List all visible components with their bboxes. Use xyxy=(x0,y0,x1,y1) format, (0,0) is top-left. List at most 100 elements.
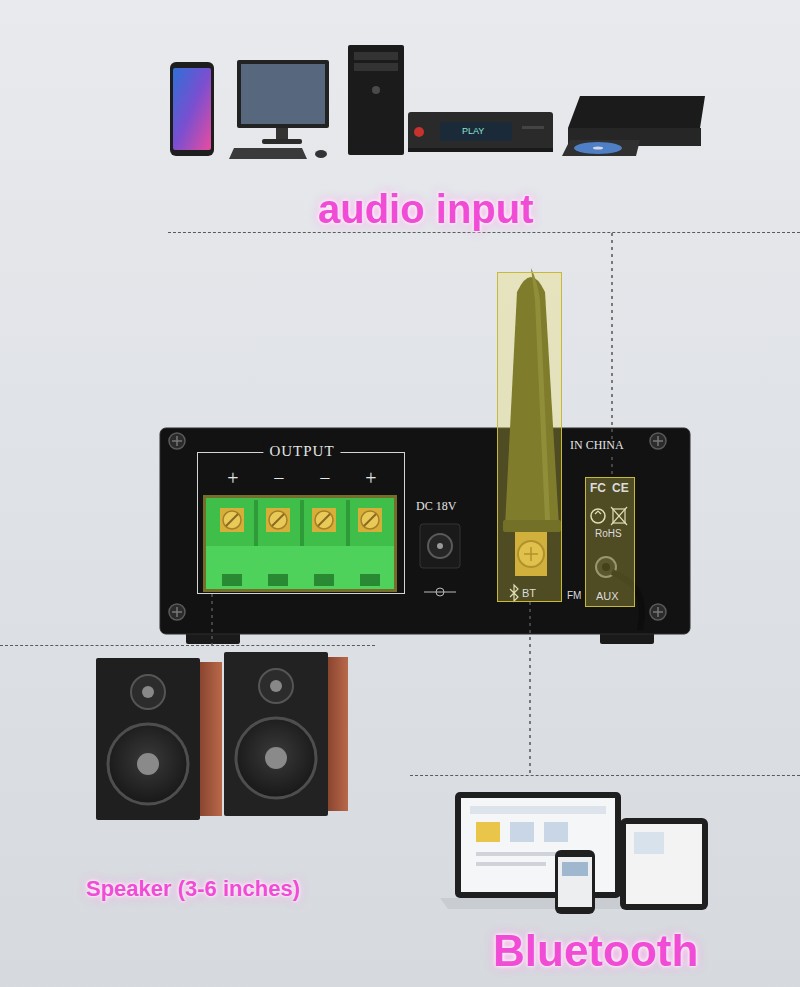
terminal-block-part-part xyxy=(300,500,304,546)
terminal-block-part xyxy=(226,514,376,526)
terminal-block-part-part xyxy=(266,508,290,532)
desktop-computer-part xyxy=(237,60,329,128)
terminal-block-part-part xyxy=(360,574,380,586)
dvd-player-part xyxy=(568,96,705,128)
bluetooth-devices-part xyxy=(455,792,621,898)
terminal-block-part-part xyxy=(272,514,284,526)
dvd-player xyxy=(562,96,705,156)
amplifier-panel-part-part xyxy=(657,607,659,617)
amplifier-panel: IN CHINADC 18VOUTPUT+−−+BTFCCERoHSAUX xyxy=(160,428,690,634)
aux-highlight: FCCERoHSAUX xyxy=(585,477,635,607)
dc-jack-part xyxy=(428,534,452,558)
bluetooth-devices-part xyxy=(476,862,546,866)
bluetooth-devices-part xyxy=(562,862,588,876)
bluetooth-devices-part xyxy=(555,850,595,914)
node-text: DC 18V xyxy=(416,500,456,514)
terminal-block-part-part xyxy=(269,511,287,529)
speaker-pair-part xyxy=(259,669,293,703)
dc-jack xyxy=(420,524,460,596)
bluetooth-devices xyxy=(440,792,708,914)
terminal-block-part xyxy=(222,574,380,586)
amplifier-panel-part-part xyxy=(650,604,666,620)
bluetooth-devices-part xyxy=(510,822,534,842)
terminal-block-part xyxy=(203,495,397,592)
node-text: + xyxy=(361,467,381,490)
speaker-pair-part xyxy=(265,747,287,769)
phone xyxy=(170,62,214,156)
terminal-block-part-part xyxy=(318,514,330,526)
desktop-computer-part xyxy=(241,64,325,124)
media-player-part xyxy=(408,148,553,152)
speaker-pair-part xyxy=(142,686,154,698)
amplifier-panel-part-part xyxy=(657,436,659,446)
node-text: AUX xyxy=(596,590,619,603)
desktop-computer-part xyxy=(354,63,398,71)
bluetooth-devices-part xyxy=(476,822,500,842)
media-player-part xyxy=(440,122,512,141)
bluetooth-devices-part xyxy=(440,898,640,909)
terminal-block-part-part xyxy=(220,508,244,532)
terminal-block-part xyxy=(220,508,382,532)
amplifier-panel-part-part xyxy=(650,433,666,449)
node-text: CE xyxy=(612,482,629,496)
dashed-connector xyxy=(211,594,213,645)
node-text: Bluetooth xyxy=(493,926,698,977)
node-text: + xyxy=(223,467,243,490)
dvd-player-part xyxy=(562,140,640,156)
dc-jack-part xyxy=(424,592,456,593)
amplifier-panel-part xyxy=(160,428,690,634)
media-player-part xyxy=(522,126,544,129)
desktop-computer-part xyxy=(276,128,288,140)
dashed-connector xyxy=(529,602,531,775)
terminal-block-part xyxy=(254,500,350,546)
speaker-pair-part xyxy=(131,675,165,709)
node-text: IN CHINA xyxy=(564,439,630,453)
phone-part xyxy=(173,68,211,150)
terminal-block xyxy=(203,495,397,592)
desktop-computer-part xyxy=(229,148,307,159)
desktop-computer-part xyxy=(262,139,302,144)
terminal-block-part-part xyxy=(226,514,238,526)
terminal-block-part-part xyxy=(358,508,382,532)
amplifier-panel-part-part xyxy=(169,433,185,449)
speaker-pair-part xyxy=(96,658,200,820)
terminal-block-part-part xyxy=(223,511,241,529)
bluetooth-devices-part xyxy=(544,822,568,842)
terminal-block-part-part xyxy=(268,574,288,586)
terminal-block-part xyxy=(206,546,394,589)
speaker-pair-part xyxy=(108,724,188,804)
desktop-computer-part xyxy=(315,150,327,158)
bluetooth-devices-part xyxy=(558,857,592,907)
display-text: PLAY xyxy=(462,126,484,136)
node-text: Speaker (3-6 inches) xyxy=(86,876,300,901)
dc-jack-part xyxy=(437,543,443,549)
amplifier-panel-part-part xyxy=(169,604,185,620)
node-text: RoHS xyxy=(595,528,622,540)
speaker-pair xyxy=(96,652,348,820)
terminal-block-part-part xyxy=(346,500,350,546)
fm-label: FM xyxy=(567,590,581,602)
speaker-pair-part xyxy=(236,718,316,798)
node-text: OUTPUT xyxy=(263,443,340,460)
amplifier-panel-part-part xyxy=(176,607,178,617)
speaker-pair-part xyxy=(328,657,348,811)
speaker-pair-part xyxy=(137,753,159,775)
dvd-player-part xyxy=(574,142,622,154)
terminal-block-part-part xyxy=(314,574,334,586)
dvd-player-part xyxy=(593,147,603,150)
amplifier-panel-part xyxy=(172,436,663,617)
media-player-part xyxy=(408,112,553,152)
bluetooth-devices-part xyxy=(620,818,708,910)
output-terminals: OUTPUT+−−+ xyxy=(197,452,405,594)
desktop-computer xyxy=(229,45,404,159)
phone-part xyxy=(170,62,214,156)
amplifier-panel xyxy=(160,428,690,644)
dc-jack-part xyxy=(420,524,460,568)
dc-jack-part xyxy=(436,588,444,596)
desktop-computer-part xyxy=(348,45,404,155)
node-text: audio input xyxy=(318,186,534,232)
bluetooth-devices-part xyxy=(634,832,664,854)
